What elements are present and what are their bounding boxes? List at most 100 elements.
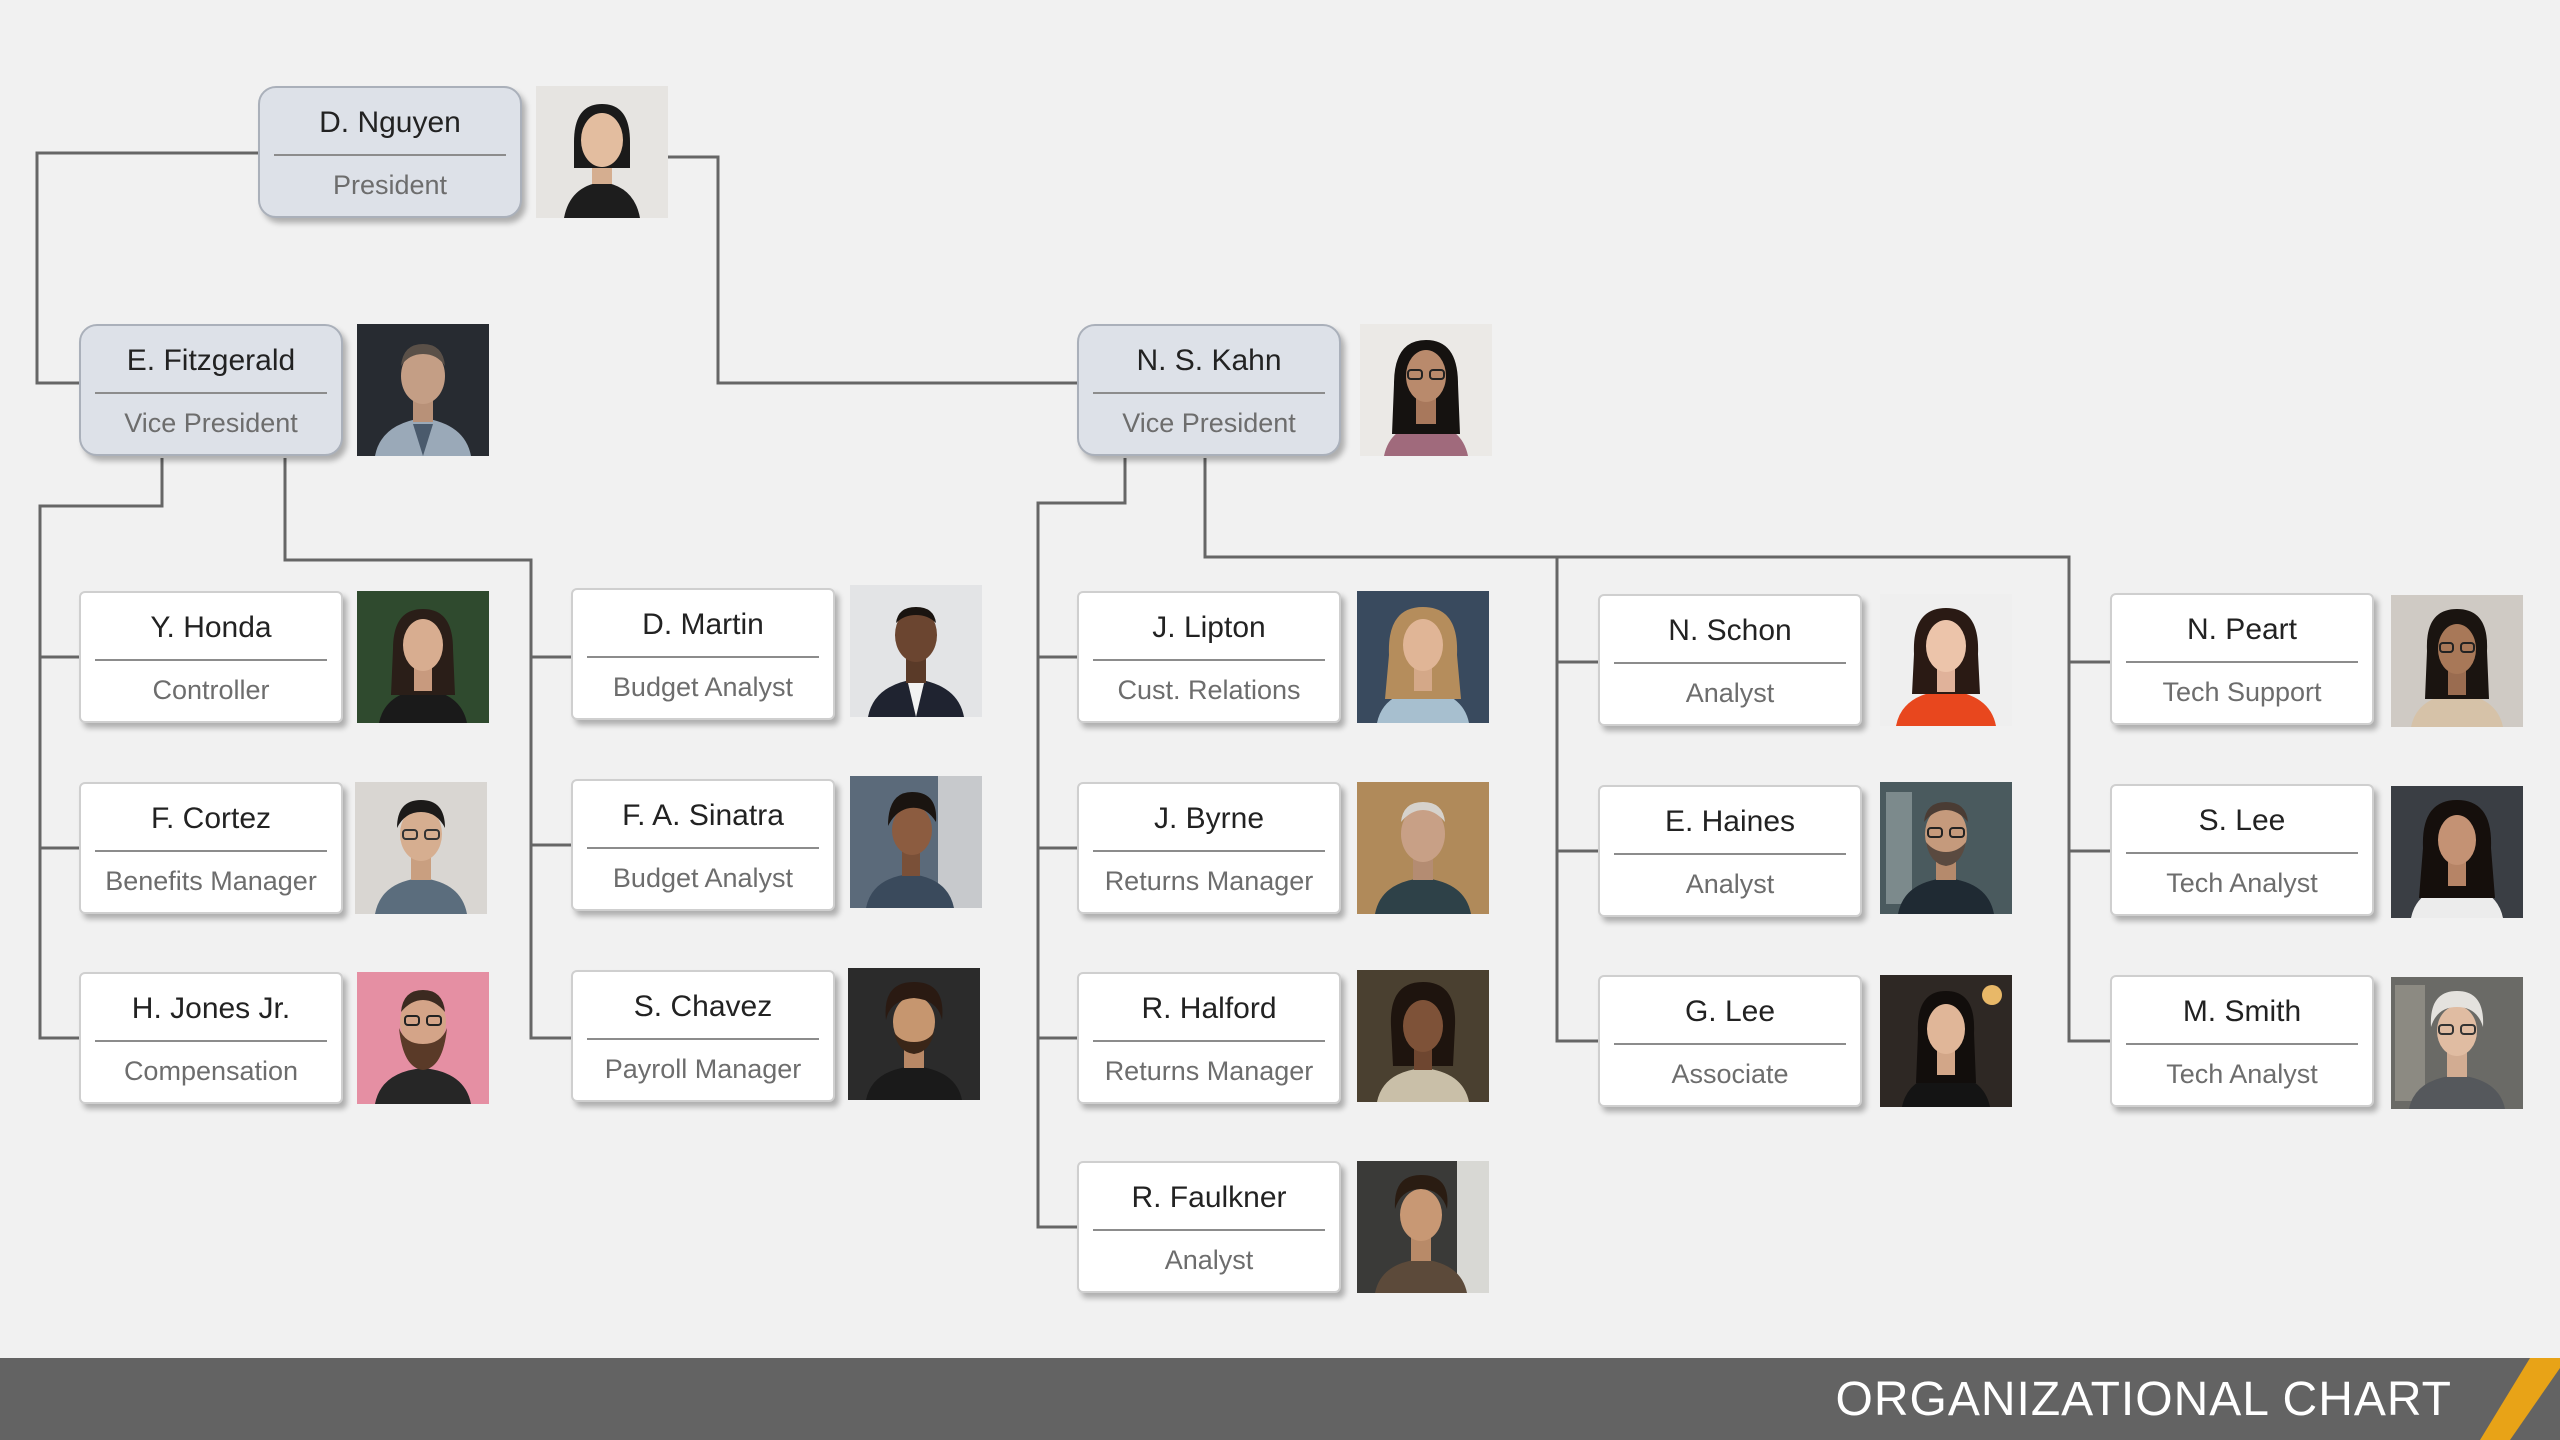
node-card-vp-kahn: N. S. Kahn Vice President: [1077, 324, 1341, 456]
node-card-glee: G. Lee Associate: [1598, 975, 1862, 1107]
node-card-cortez: F. Cortez Benefits Manager: [79, 782, 343, 914]
node-divider: [95, 1040, 327, 1042]
node-name: R. Faulkner: [1131, 1181, 1287, 1214]
portrait-photo: [850, 776, 982, 908]
node-role: Cust. Relations: [1117, 675, 1301, 705]
node-divider: [1093, 659, 1325, 661]
node-name: M. Smith: [2182, 995, 2302, 1028]
node-role: Returns Manager: [1104, 866, 1314, 896]
node-name: S. Chavez: [633, 990, 773, 1023]
node-name: E. Fitzgerald: [126, 344, 296, 377]
node-divider: [1614, 1043, 1846, 1045]
portrait-photo: [357, 591, 489, 723]
node-divider: [2126, 1043, 2358, 1045]
node-divider: [2126, 852, 2358, 854]
node-name: F. A. Sinatra: [622, 799, 784, 832]
node-divider: [587, 1038, 819, 1040]
node-role: Vice President: [1122, 408, 1296, 438]
slide-title: ORGANIZATIONAL CHART: [1835, 1373, 2452, 1426]
node-divider: [95, 659, 327, 661]
node-role: Payroll Manager: [604, 1054, 802, 1084]
node-card-haines: E. Haines Analyst: [1598, 785, 1862, 917]
node-role: Controller: [152, 675, 270, 705]
node-card-jones: H. Jones Jr. Compensation: [79, 972, 343, 1104]
node-role: President: [332, 170, 448, 200]
portrait-photo: [2391, 977, 2523, 1109]
node-card-smith: M. Smith Tech Analyst: [2110, 975, 2374, 1107]
node-card-lipton: J. Lipton Cust. Relations: [1077, 591, 1341, 723]
node-divider: [1093, 1040, 1325, 1042]
node-divider: [1614, 662, 1846, 664]
node-divider: [1093, 1229, 1325, 1231]
node-role: Analyst: [1685, 869, 1775, 899]
node-divider: [587, 847, 819, 849]
node-role: Budget Analyst: [612, 863, 794, 893]
node-card-martin: D. Martin Budget Analyst: [571, 588, 835, 720]
portrait-photo: [1357, 591, 1489, 723]
portrait-photo: [1880, 594, 2012, 726]
node-divider: [274, 154, 506, 156]
node-divider: [587, 656, 819, 658]
node-name: N. Schon: [1668, 614, 1792, 647]
node-role: Tech Analyst: [2166, 868, 2318, 898]
node-name: Y. Honda: [150, 611, 272, 644]
node-divider: [1093, 850, 1325, 852]
node-name: G. Lee: [1684, 995, 1776, 1028]
node-name: J. Lipton: [1152, 611, 1266, 644]
node-name: E. Haines: [1664, 805, 1796, 838]
node-card-halford: R. Halford Returns Manager: [1077, 972, 1341, 1104]
portrait-photo: [357, 324, 489, 456]
node-divider: [1093, 392, 1325, 394]
node-card-slee: S. Lee Tech Analyst: [2110, 784, 2374, 916]
node-name: J. Byrne: [1153, 802, 1265, 835]
node-name: H. Jones Jr.: [131, 992, 291, 1025]
portrait-photo: [2391, 786, 2523, 918]
node-role: Analyst: [1685, 678, 1775, 708]
node-divider: [2126, 661, 2358, 663]
portrait-photo: [848, 968, 980, 1100]
portrait-photo: [536, 86, 668, 218]
node-divider: [95, 850, 327, 852]
node-name: R. Halford: [1141, 992, 1277, 1025]
node-card-peart: N. Peart Tech Support: [2110, 593, 2374, 725]
node-name: F. Cortez: [150, 802, 272, 835]
node-divider: [1614, 853, 1846, 855]
node-card-byrne: J. Byrne Returns Manager: [1077, 782, 1341, 914]
node-role: Tech Analyst: [2166, 1059, 2318, 1089]
node-name: D. Martin: [642, 608, 764, 641]
accent-stripe: [2480, 1358, 2560, 1440]
node-card-sinatra: F. A. Sinatra Budget Analyst: [571, 779, 835, 911]
node-role: Tech Support: [2162, 677, 2322, 707]
node-name: S. Lee: [2198, 804, 2286, 837]
node-name: D. Nguyen: [319, 106, 461, 139]
node-card-vp-fitzgerald: E. Fitzgerald Vice President: [79, 324, 343, 456]
portrait-photo: [2391, 595, 2523, 727]
node-name: N. Peart: [2186, 613, 2298, 646]
node-role: Vice President: [124, 408, 298, 438]
node-card-schon: N. Schon Analyst: [1598, 594, 1862, 726]
portrait-photo: [1880, 782, 2012, 914]
portrait-photo: [1880, 975, 2012, 1107]
node-card-honda: Y. Honda Controller: [79, 591, 343, 723]
node-name: N. S. Kahn: [1136, 344, 1282, 377]
node-divider: [95, 392, 327, 394]
node-role: Benefits Manager: [105, 866, 317, 896]
node-role: Compensation: [123, 1056, 299, 1086]
node-card-chavez: S. Chavez Payroll Manager: [571, 970, 835, 1102]
portrait-photo: [1357, 970, 1489, 1102]
node-role: Budget Analyst: [612, 672, 794, 702]
portrait-photo: [355, 782, 487, 914]
footer-bar: ORGANIZATIONAL CHART: [0, 1358, 2560, 1440]
node-role: Associate: [1671, 1059, 1789, 1089]
portrait-photo: [1357, 782, 1489, 914]
node-card-president: D. Nguyen President: [258, 86, 522, 218]
node-role: Analyst: [1164, 1245, 1254, 1275]
node-card-faulkner: R. Faulkner Analyst: [1077, 1161, 1341, 1293]
portrait-photo: [357, 972, 489, 1104]
portrait-photo: [1360, 324, 1492, 456]
node-role: Returns Manager: [1104, 1056, 1314, 1086]
portrait-photo: [1357, 1161, 1489, 1293]
portrait-photo: [850, 585, 982, 717]
